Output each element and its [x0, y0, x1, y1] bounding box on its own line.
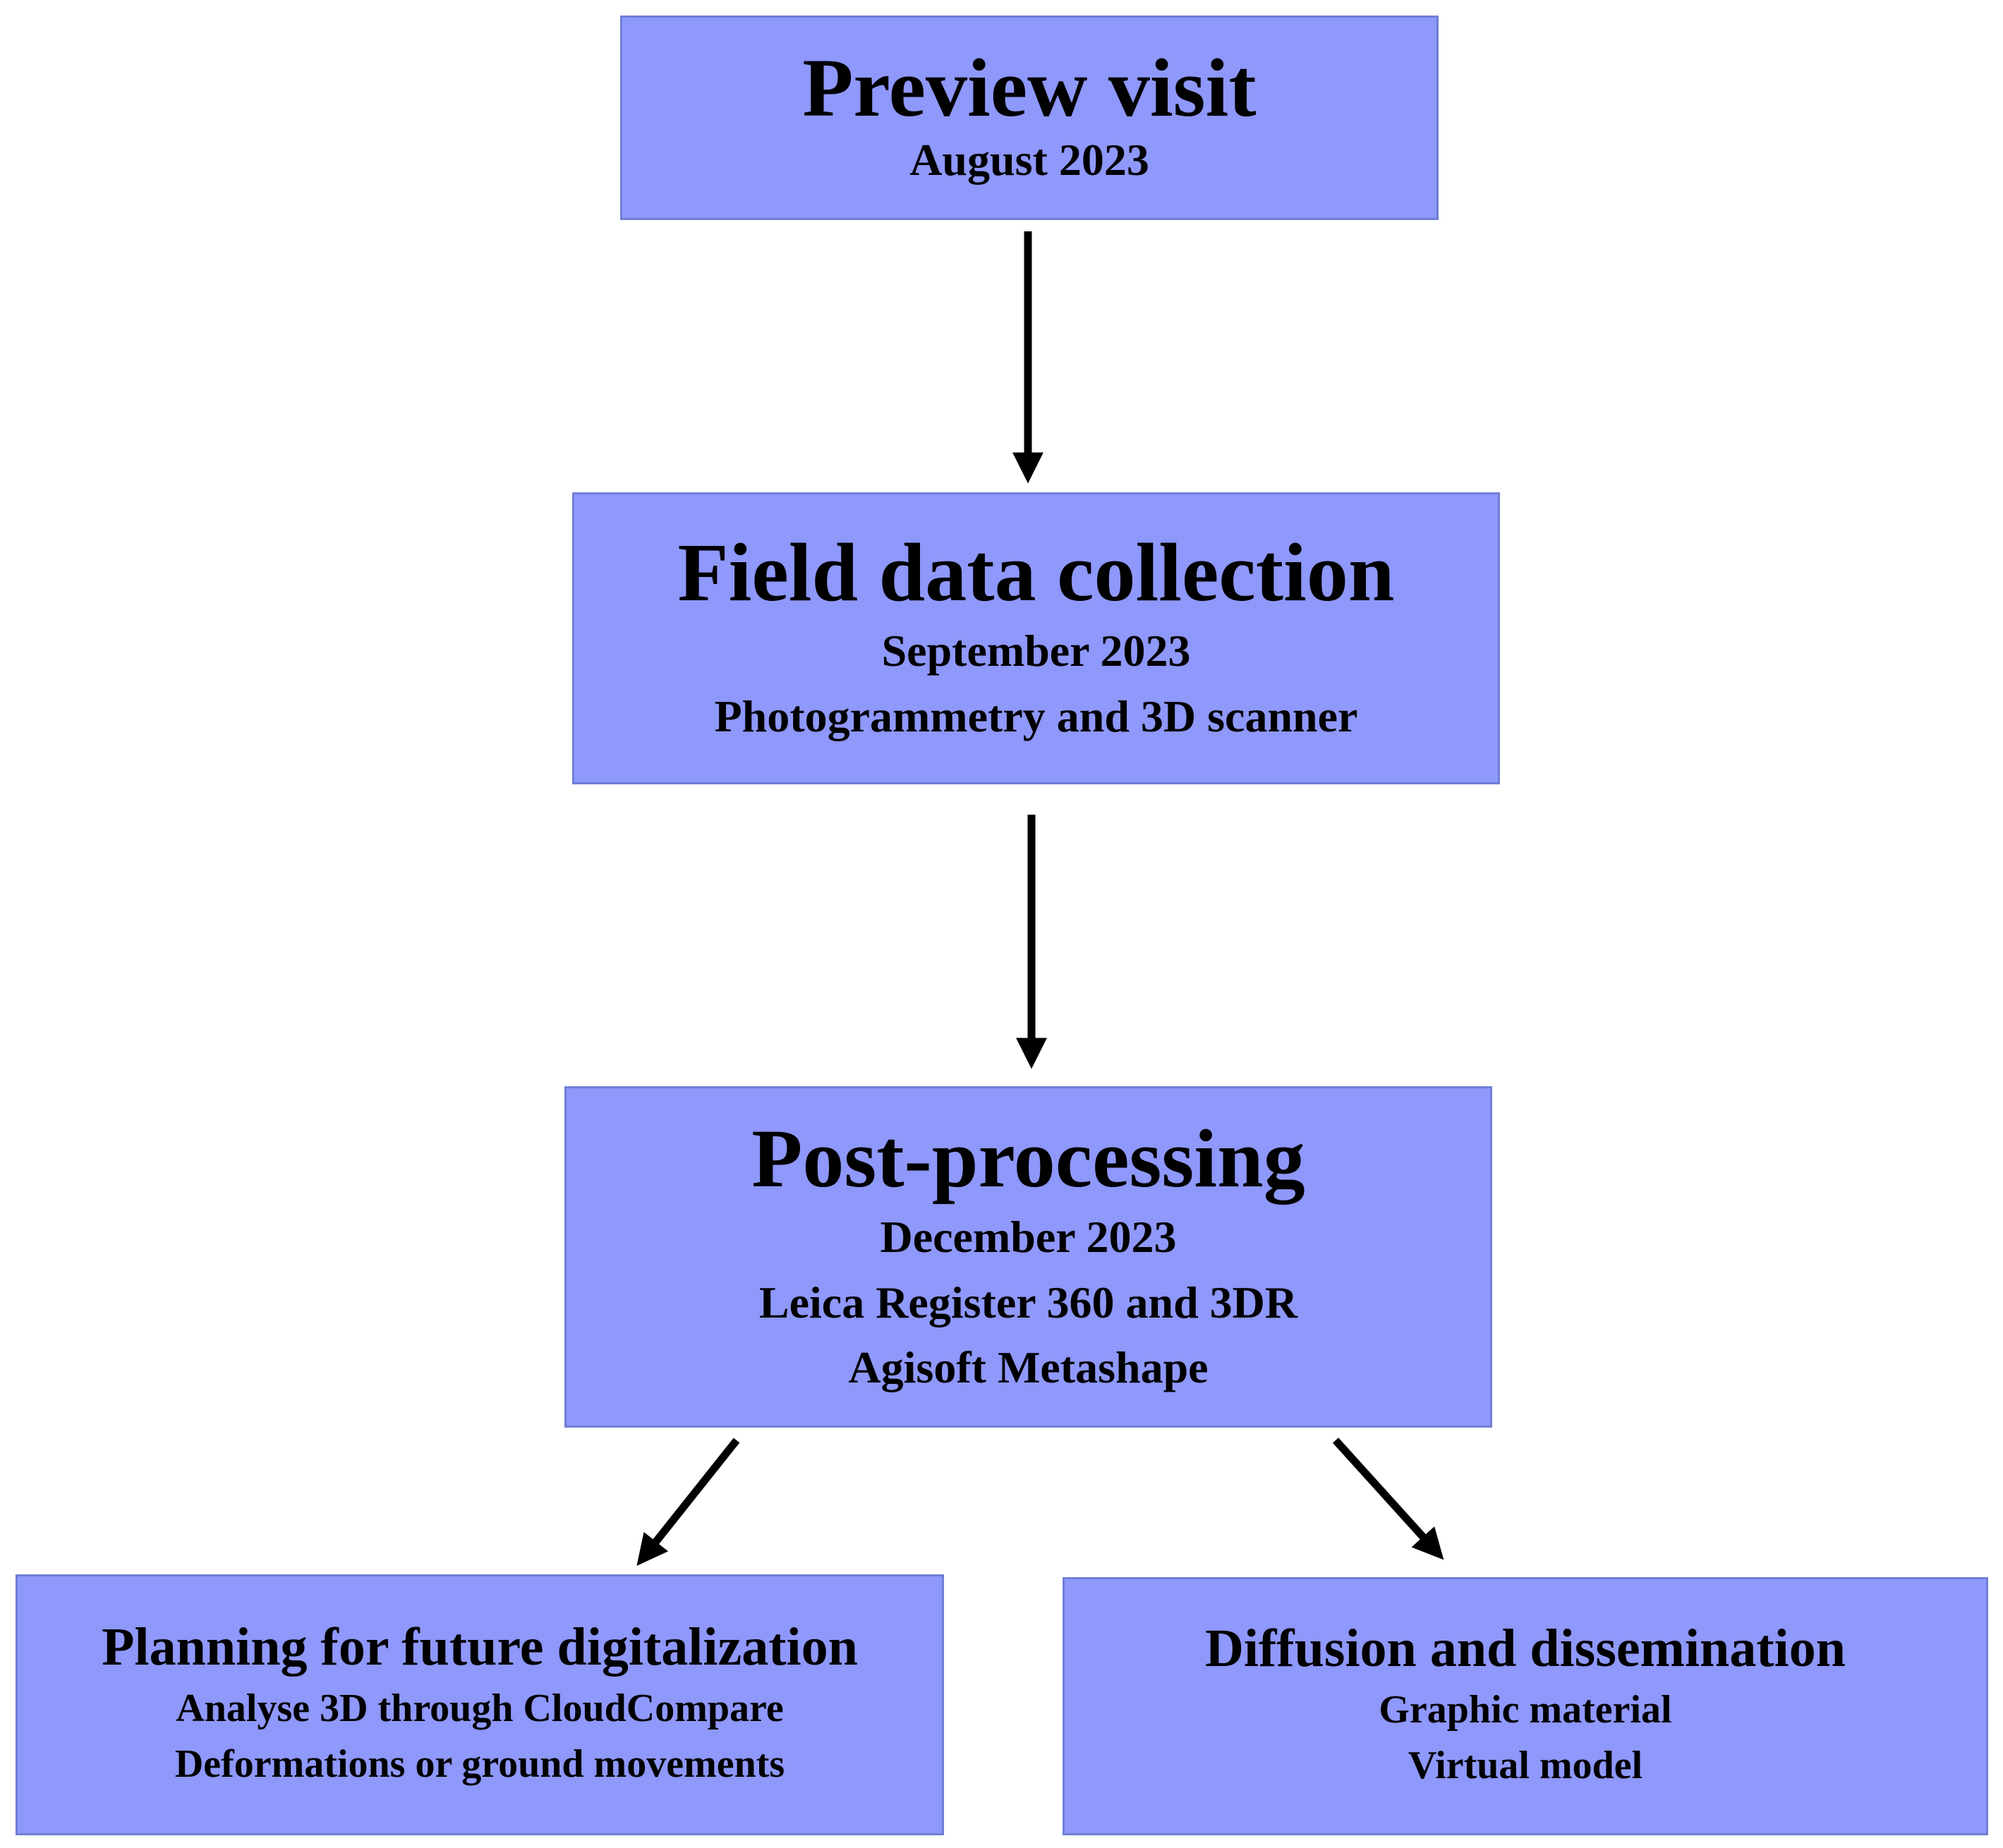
planning-future-digitalization-box: Planning for future digitalization Analy… [16, 1574, 944, 1835]
preview-visit-date: August 2023 [909, 135, 1149, 186]
preview-visit-title: Preview visit [802, 42, 1257, 135]
diffusion-virtual-model-line: Virtual model [1408, 1743, 1643, 1787]
diffusion-dissemination-box: Diffusion and dissemination Graphic mate… [1063, 1577, 1988, 1835]
diffusion-graphic-material-line: Graphic material [1379, 1688, 1672, 1732]
post-processing-software-agisoft: Agisoft Metashape [848, 1342, 1209, 1393]
field-data-collection-box: Field data collection September 2023 Pho… [572, 492, 1500, 784]
arrow-post-to-diffusion [1332, 1437, 1444, 1560]
diffusion-dissemination-title: Diffusion and dissemination [1204, 1618, 1846, 1678]
post-processing-date: December 2023 [880, 1211, 1177, 1262]
field-data-collection-title: Field data collection [677, 526, 1395, 619]
field-data-collection-date: September 2023 [881, 626, 1191, 676]
post-processing-title: Post-processing [751, 1112, 1305, 1205]
post-processing-box: Post-processing December 2023 Leica Regi… [564, 1086, 1492, 1428]
planning-deformations-line: Deformations or ground movements [174, 1741, 785, 1786]
planning-analyse-line: Analyse 3D through CloudCompare [176, 1686, 784, 1731]
planning-future-digitalization-title: Planning for future digitalization [102, 1617, 858, 1677]
preview-visit-box: Preview visit August 2023 [620, 16, 1439, 220]
post-processing-software-leica: Leica Register 360 and 3DR [758, 1277, 1298, 1327]
field-data-collection-method: Photogrammetry and 3D scanner [714, 691, 1358, 741]
arrow-post-to-planning [636, 1437, 740, 1567]
